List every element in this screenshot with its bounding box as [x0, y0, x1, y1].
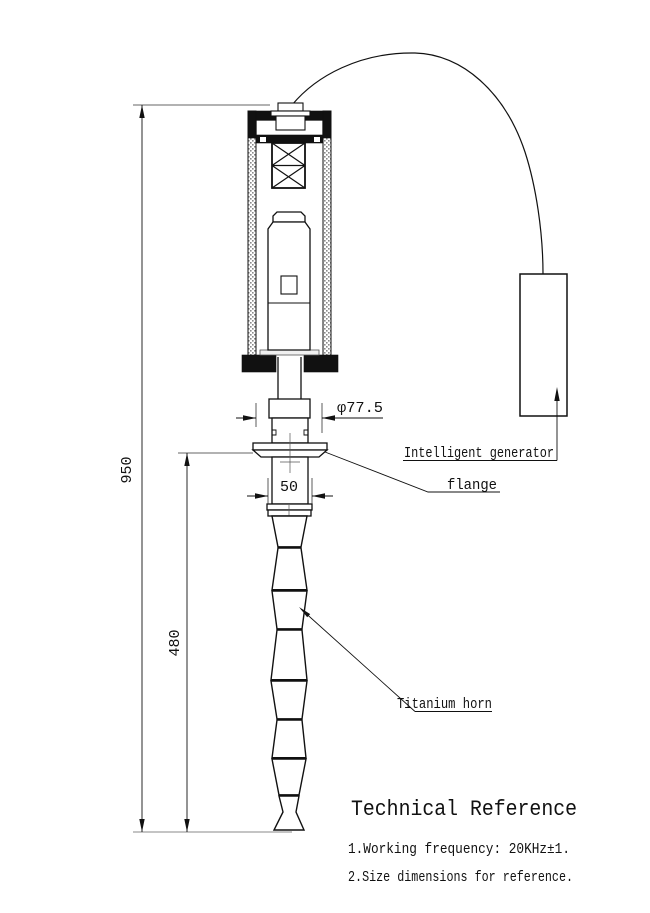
converter-window: [280, 275, 298, 295]
housing-corner-left: [247, 110, 257, 139]
dimension-overall-height: 950: [119, 104, 292, 833]
tech-reference-block: Technical Reference 1.Working frequency:…: [348, 797, 577, 886]
cable: [291, 52, 544, 275]
bottom-plate: [259, 349, 320, 356]
callout-flange: flange: [324, 451, 500, 494]
dim-label-480: 480: [167, 629, 184, 656]
callout-horn: Titanium horn: [299, 607, 492, 713]
titanium-horn-shape: [270, 515, 308, 831]
dimension-horn-length: 480: [167, 452, 253, 832]
clamp-screw-left: [260, 137, 266, 142]
generator-label: Intelligent generator: [404, 445, 554, 462]
dim-label-950: 950: [119, 456, 136, 483]
dimension-neck-diameter: 50: [247, 478, 333, 504]
piezo-stack-icon: [271, 142, 306, 189]
housing-bottom-block-right: [303, 354, 339, 373]
centerline-marks: [280, 433, 300, 528]
flange-label: flange: [447, 477, 497, 494]
converter-cap: [272, 211, 306, 223]
housing-right-wall: [322, 110, 332, 372]
callout-generator: Intelligent generator: [403, 387, 560, 462]
dim-label-diameter: φ77.5: [337, 400, 383, 417]
housing-left-wall: [247, 110, 257, 372]
clamp-band: [255, 134, 324, 144]
dim-label-50: 50: [280, 479, 298, 496]
cable-connector: [270, 102, 311, 131]
output-shaft: [277, 357, 302, 399]
housing-bottom-block-left: [241, 354, 277, 373]
clamp-screw-right: [314, 137, 320, 142]
tech-note-1: 1.Working frequency: 20KHz±1.: [348, 841, 570, 858]
tech-note-2: 2.Size dimensions for reference.: [348, 869, 573, 886]
generator-box: [519, 273, 568, 417]
dimension-flange-diameter: φ77.5: [236, 400, 383, 433]
horn-label: Titanium horn: [397, 696, 492, 713]
housing-corner-right: [322, 110, 332, 139]
horn-tip: [272, 795, 306, 831]
tech-reference-title: Technical Reference: [351, 797, 577, 822]
converter-body: [267, 211, 311, 351]
booster: [268, 398, 311, 444]
